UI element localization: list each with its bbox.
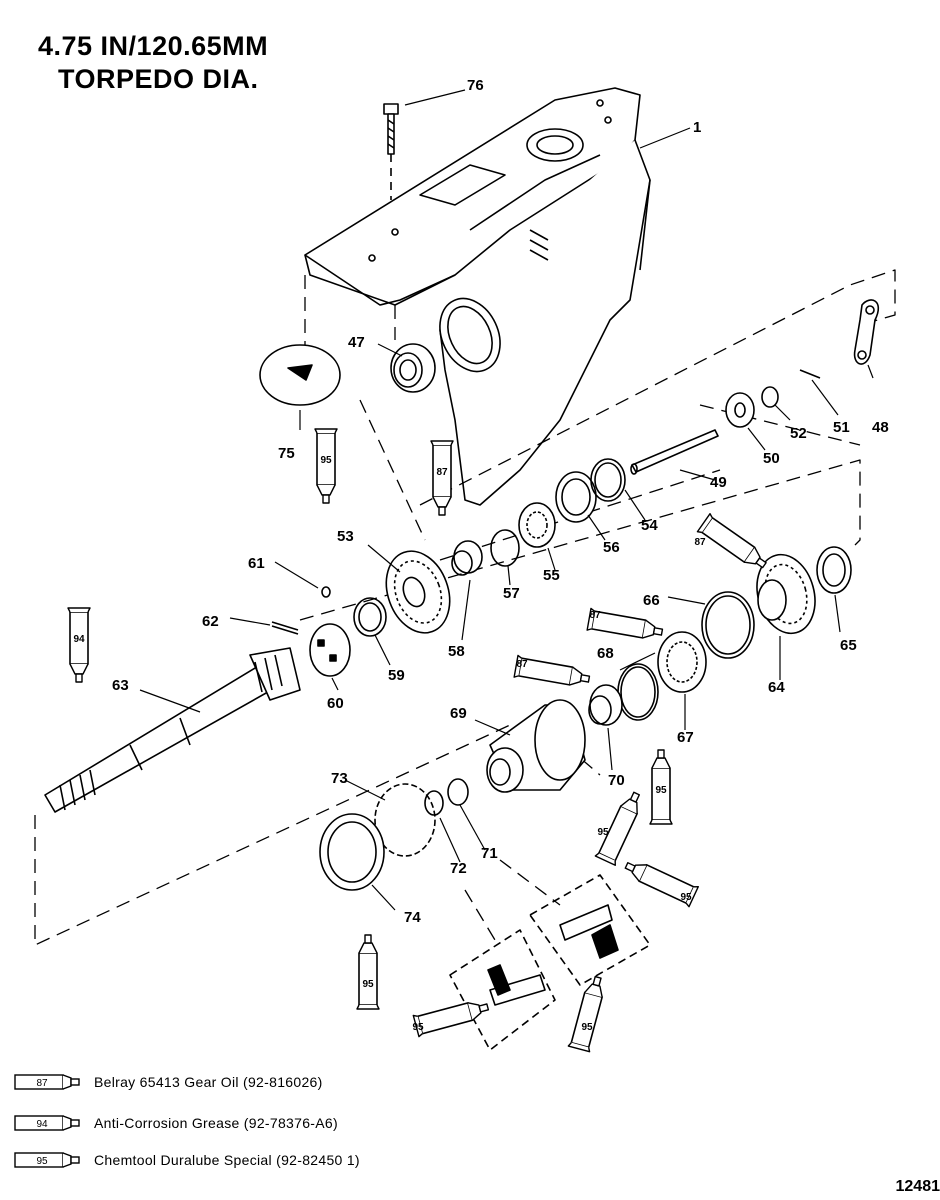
callout-64: 64 — [768, 679, 785, 696]
tube-label-95-g: 95 — [581, 1022, 593, 1033]
legend-row-94: 94 Anti-Corrosion Grease (92-78376-A6) — [14, 1114, 514, 1132]
bearing-67 — [657, 631, 707, 693]
callout-50: 50 — [763, 450, 780, 467]
callout-66: 66 — [643, 592, 660, 609]
callout-47: 47 — [348, 334, 365, 351]
title-line-2: TORPEDO DIA. — [58, 64, 259, 94]
bearing-58 — [451, 540, 483, 576]
tube-label-87-b: 87 — [694, 537, 706, 548]
callout-56: 56 — [603, 539, 620, 556]
bolt-76 — [383, 103, 399, 200]
tube-label-94: 94 — [73, 634, 85, 645]
callout-52: 52 — [790, 425, 807, 442]
ball-61 — [321, 586, 331, 598]
trim-tab-75 — [259, 344, 341, 406]
callout-72: 72 — [450, 860, 467, 877]
ring-57 — [490, 529, 520, 567]
shift-cam-50 — [725, 392, 755, 428]
callout-1: 1 — [693, 119, 701, 136]
figure-number: 12481 — [895, 1178, 940, 1195]
subassembly-box-72 — [449, 929, 556, 1051]
lube-tube-icon: 94 — [14, 1115, 80, 1131]
callout-54: 54 — [641, 517, 658, 534]
tube-label-95-b: 95 — [655, 785, 667, 796]
legend-text: Anti-Corrosion Grease (92-78376-A6) — [94, 1115, 338, 1131]
callout-70: 70 — [608, 772, 625, 789]
pin-62 — [271, 621, 299, 635]
callout-71: 71 — [481, 845, 498, 862]
bearing-65 — [816, 546, 852, 594]
tube-label-95-f: 95 — [412, 1022, 424, 1033]
legend-code: 94 — [36, 1119, 48, 1130]
callout-65: 65 — [840, 637, 857, 654]
callout-61: 61 — [248, 555, 265, 572]
legend-code: 95 — [36, 1156, 48, 1167]
shim-54 — [590, 458, 626, 502]
callout-73: 73 — [331, 770, 348, 787]
callout-55: 55 — [543, 567, 560, 584]
lube-tube-94 — [67, 607, 91, 683]
shift-link-48 — [853, 299, 880, 365]
subassembly-box-71 — [529, 874, 651, 986]
callout-74: 74 — [404, 909, 421, 926]
callout-57: 57 — [503, 585, 520, 602]
tab-washer-73 — [374, 783, 436, 857]
forward-gear-64 — [756, 553, 816, 635]
callout-49: 49 — [710, 474, 727, 491]
roller-bearing-55 — [518, 502, 556, 548]
tube-label-95-d: 95 — [362, 979, 374, 990]
bearing-70 — [588, 684, 623, 726]
callout-69: 69 — [450, 705, 467, 722]
lube-tube-95-a — [314, 428, 338, 504]
shim-66 — [701, 591, 755, 659]
callout-51: 51 — [833, 419, 850, 436]
pinion-gear-53 — [385, 550, 451, 634]
lube-tube-95-g — [567, 973, 610, 1053]
legend-row-87: 87 Belray 65413 Gear Oil (92-816026) — [14, 1073, 514, 1091]
clutch-60 — [309, 623, 351, 677]
callout-60: 60 — [327, 695, 344, 712]
callout-62: 62 — [202, 613, 219, 630]
race-56 — [555, 471, 597, 523]
retainer-nut-74 — [319, 813, 385, 891]
callout-68: 68 — [597, 645, 614, 662]
gear-housing — [304, 87, 651, 506]
legend-row-95: 95 Chemtool Duralube Special (92-82450 1… — [14, 1151, 514, 1169]
lube-tube-87-b — [696, 512, 772, 575]
bearing-47 — [390, 343, 436, 393]
seal-71 — [447, 778, 469, 806]
lube-tube-95-d — [356, 934, 380, 1010]
tube-label-95-c: 95 — [597, 827, 609, 838]
callout-63: 63 — [112, 677, 129, 694]
lube-tube-87-a — [430, 440, 454, 516]
callout-76: 76 — [467, 77, 484, 94]
legend-code: 87 — [36, 1078, 48, 1089]
legend-text: Chemtool Duralube Special (92-82450 1) — [94, 1152, 360, 1168]
callout-58: 58 — [448, 643, 465, 660]
diagram-title: 4.75 IN/120.65MM TORPEDO DIA. — [38, 30, 268, 96]
callout-67: 67 — [677, 729, 694, 746]
tube-label-95-e: 95 — [680, 892, 692, 903]
part-52 — [761, 386, 779, 408]
o-ring-68 — [617, 663, 659, 721]
callout-75: 75 — [278, 445, 295, 462]
callout-48: 48 — [872, 419, 889, 436]
callout-59: 59 — [388, 667, 405, 684]
lube-tube-icon: 95 — [14, 1152, 80, 1168]
washer-59 — [353, 597, 387, 637]
lube-tube-icon: 87 — [14, 1074, 80, 1090]
callout-53: 53 — [337, 528, 354, 545]
tube-label-87-a: 87 — [436, 467, 448, 478]
tube-label-95-a: 95 — [320, 455, 332, 466]
bearing-carrier-69 — [486, 699, 586, 793]
pin-51 — [799, 369, 821, 379]
shift-shaft-49 — [630, 429, 719, 475]
tube-label-87-c: 87 — [589, 610, 601, 621]
callout-leaders — [139, 89, 874, 911]
tube-label-87-d: 87 — [516, 659, 528, 670]
title-line-1: 4.75 IN/120.65MM — [38, 31, 269, 61]
legend-text: Belray 65413 Gear Oil (92-816026) — [94, 1074, 323, 1090]
